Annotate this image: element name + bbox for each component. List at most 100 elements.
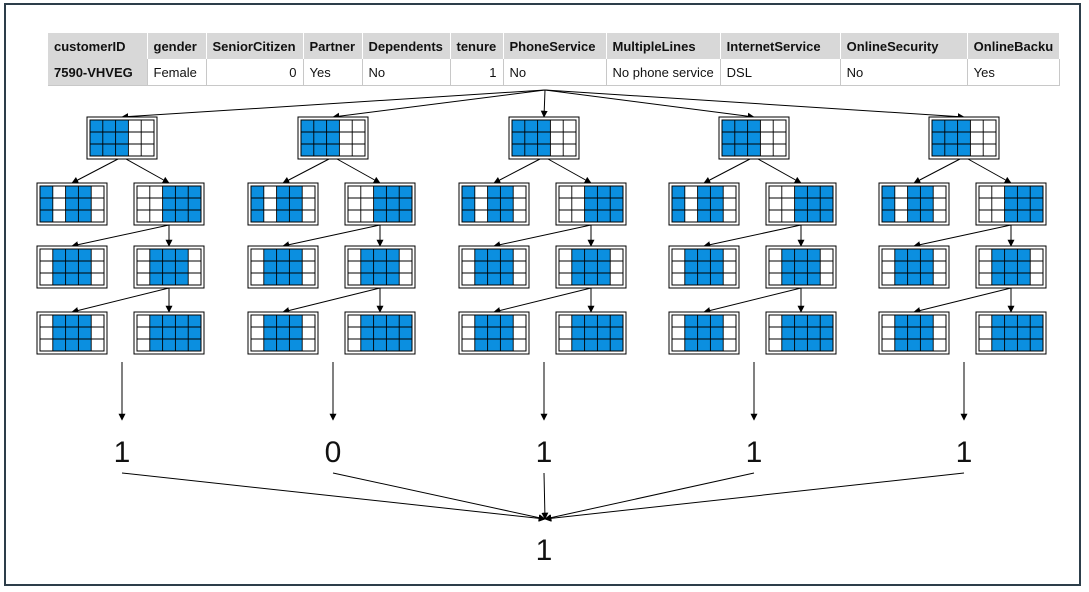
table-cell: No phone service xyxy=(606,59,721,86)
tree-2-root-node xyxy=(297,116,369,160)
tree-2-arrow xyxy=(282,287,381,314)
tree-5-root-node xyxy=(928,116,1000,160)
tree-4-vote-arrow xyxy=(544,472,755,522)
column-header: OnlineSecurity xyxy=(840,33,968,59)
table-cell: 0 xyxy=(206,59,304,86)
tree-1-arrow xyxy=(71,224,170,249)
table-cell: Yes xyxy=(967,59,1061,86)
tree-4-input-arrow xyxy=(544,89,755,120)
tree-1-arrow xyxy=(71,158,119,184)
tree-5-vote-arrow xyxy=(544,472,965,522)
tree-5-node xyxy=(878,245,950,289)
tree-1-vote-arrow xyxy=(121,472,546,522)
tree-1-node xyxy=(133,182,205,226)
column-header: gender xyxy=(147,33,207,59)
column-header: Partner xyxy=(303,33,363,59)
tree-1-node xyxy=(36,182,108,226)
tree-2-node xyxy=(344,245,416,289)
tree-4-arrow xyxy=(703,158,751,184)
final-prediction: 1 xyxy=(536,534,553,567)
tree-5-leaf-node xyxy=(878,311,950,355)
column-header: PhoneService xyxy=(503,33,607,59)
tree-2-arrow xyxy=(336,158,381,184)
table-cell: No xyxy=(362,59,451,86)
tree-prediction-3: 1 xyxy=(536,436,553,469)
tree-1-node xyxy=(133,245,205,289)
tree-1-input-arrow xyxy=(121,89,546,121)
tree-2-node xyxy=(247,182,319,226)
tree-3-node xyxy=(458,182,530,226)
table-cell: 1 xyxy=(450,59,504,86)
tree-2-leaf-node xyxy=(344,311,416,355)
customer-data-table: customerID gender SeniorCitizen Partner … xyxy=(48,33,1061,86)
tree-1-leaf-node xyxy=(36,311,108,355)
tree-4-arrow xyxy=(703,287,802,314)
table-cell: Yes xyxy=(303,59,363,86)
tree-3-vote-arrow xyxy=(541,472,549,520)
column-header: OnlineBacku xyxy=(967,33,1061,59)
prediction-layer: 1 0 1 1 1 1 xyxy=(114,436,973,567)
tree-2-node xyxy=(344,182,416,226)
diagram-frame xyxy=(4,3,1081,586)
tree-5-node xyxy=(878,182,950,226)
table-cell: Female xyxy=(147,59,207,86)
table-cell: 7590-VHVEG xyxy=(48,59,148,86)
table-row: 7590-VHVEG Female 0 Yes No 1 No No phone… xyxy=(48,59,1061,86)
tree-1-arrow xyxy=(125,158,170,184)
column-header: SeniorCitizen xyxy=(206,33,304,59)
table-cell: No xyxy=(503,59,607,86)
tree-3-arrow xyxy=(493,224,592,249)
tree-3-leaf-node xyxy=(458,311,530,355)
tree-4-node xyxy=(668,245,740,289)
tree-1-arrow xyxy=(71,287,170,314)
tree-5-leaf-node xyxy=(975,311,1047,355)
tree-prediction-5: 1 xyxy=(956,436,973,469)
tree-4-leaf-node xyxy=(668,311,740,355)
grid-layer xyxy=(36,116,1047,355)
column-header: tenure xyxy=(450,33,504,59)
tree-2-arrow xyxy=(282,158,330,184)
tree-5-node xyxy=(975,182,1047,226)
tree-4-arrow xyxy=(757,158,802,184)
tree-5-arrow xyxy=(913,158,961,184)
tree-2-leaf-node xyxy=(247,311,319,355)
tree-4-leaf-node xyxy=(765,311,837,355)
table-cell: No xyxy=(840,59,968,86)
tree-1-root-node xyxy=(86,116,158,160)
tree-1-leaf-node xyxy=(133,311,205,355)
tree-2-input-arrow xyxy=(332,89,546,120)
tree-2-arrow xyxy=(282,224,381,249)
tree-4-node xyxy=(765,245,837,289)
tree-2-node xyxy=(247,245,319,289)
tree-3-arrow xyxy=(493,158,541,184)
tree-prediction-4: 1 xyxy=(746,436,763,469)
column-header: InternetService xyxy=(720,33,841,59)
tree-5-arrow xyxy=(967,158,1012,184)
tree-5-arrow xyxy=(913,287,1012,314)
tree-3-leaf-node xyxy=(555,311,627,355)
tree-5-input-arrow xyxy=(544,89,965,121)
tree-3-node xyxy=(555,182,627,226)
column-header: Dependents xyxy=(362,33,451,59)
tree-prediction-1: 1 xyxy=(114,436,131,469)
tree-1-node xyxy=(36,245,108,289)
column-header: MultipleLines xyxy=(606,33,721,59)
tree-4-node xyxy=(765,182,837,226)
tree-2-vote-arrow xyxy=(332,472,546,522)
tree-4-node xyxy=(668,182,740,226)
table-cell: DSL xyxy=(720,59,841,86)
column-header: customerID xyxy=(48,33,148,59)
table-header-row: customerID gender SeniorCitizen Partner … xyxy=(48,33,1061,59)
tree-3-root-node xyxy=(508,116,580,160)
tree-3-arrow xyxy=(547,158,592,184)
tree-3-node xyxy=(555,245,627,289)
tree-5-node xyxy=(975,245,1047,289)
tree-4-arrow xyxy=(703,224,802,249)
tree-4-root-node xyxy=(718,116,790,160)
tree-3-input-arrow xyxy=(540,89,548,118)
tree-3-node xyxy=(458,245,530,289)
tree-3-arrow xyxy=(493,287,592,314)
tree-prediction-2: 0 xyxy=(325,436,342,469)
tree-5-arrow xyxy=(913,224,1012,249)
